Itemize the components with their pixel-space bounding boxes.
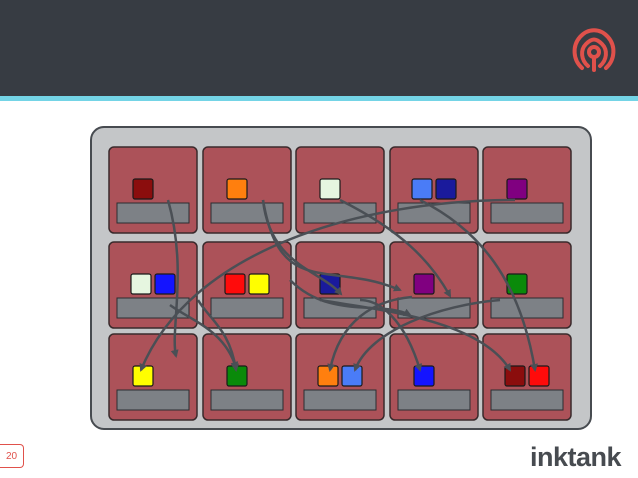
data-object — [413, 273, 435, 295]
data-object — [226, 178, 248, 200]
data-object — [528, 365, 550, 387]
replication-arrow — [169, 303, 239, 370]
disk-bar — [397, 297, 471, 319]
data-object — [154, 273, 176, 295]
disk-bar — [303, 389, 377, 411]
storage-node-r3c5 — [482, 333, 572, 421]
replication-arrow — [339, 198, 452, 298]
storage-node-r1c2 — [202, 146, 292, 234]
data-object — [132, 365, 154, 387]
header-accent-line — [0, 96, 638, 101]
storage-node-r1c4 — [389, 146, 479, 234]
data-object — [224, 273, 246, 295]
disk-bar — [397, 202, 471, 224]
data-object — [317, 365, 339, 387]
storage-node-r3c2 — [202, 333, 292, 421]
storage-node-r2c1 — [108, 241, 198, 329]
storage-node-r2c2 — [202, 241, 292, 329]
storage-node-r1c1 — [108, 146, 198, 234]
brand-logo-text: inktank — [530, 442, 623, 472]
replication-arrow — [289, 279, 412, 317]
replication-arrow — [327, 295, 413, 372]
replication-arrow — [353, 298, 501, 372]
brand-logo: inktank — [530, 442, 623, 472]
storage-node-r1c5 — [482, 146, 572, 234]
data-object — [248, 273, 270, 295]
replication-arrow — [359, 298, 423, 372]
page-number: 20 — [0, 444, 24, 468]
replication-arrow — [261, 199, 402, 292]
replication-arrow — [166, 199, 179, 358]
storage-node-r2c5 — [482, 241, 572, 329]
disk-bar — [490, 389, 564, 411]
disk-bar — [397, 389, 471, 411]
disk-bar — [116, 202, 190, 224]
data-object — [435, 178, 457, 200]
disk-bar — [210, 297, 284, 319]
data-object — [411, 178, 433, 200]
storage-node-r3c4 — [389, 333, 479, 421]
data-object — [132, 178, 154, 200]
ceph-octopus-icon — [572, 28, 616, 72]
storage-node-r2c3 — [295, 241, 385, 329]
replication-arrow — [319, 298, 512, 372]
data-object — [130, 273, 152, 295]
slide-header — [0, 0, 638, 96]
data-object — [319, 178, 341, 200]
data-object — [341, 365, 363, 387]
disk-bar — [210, 389, 284, 411]
data-object — [413, 365, 435, 387]
disk-bar — [490, 297, 564, 319]
disk-bar — [116, 297, 190, 319]
data-object — [506, 178, 528, 200]
disk-bar — [490, 202, 564, 224]
disk-bar — [116, 389, 190, 411]
replication-arrow — [419, 198, 538, 372]
disk-bar — [210, 202, 284, 224]
storage-node-r1c3 — [295, 146, 385, 234]
replication-arrow — [139, 198, 516, 372]
